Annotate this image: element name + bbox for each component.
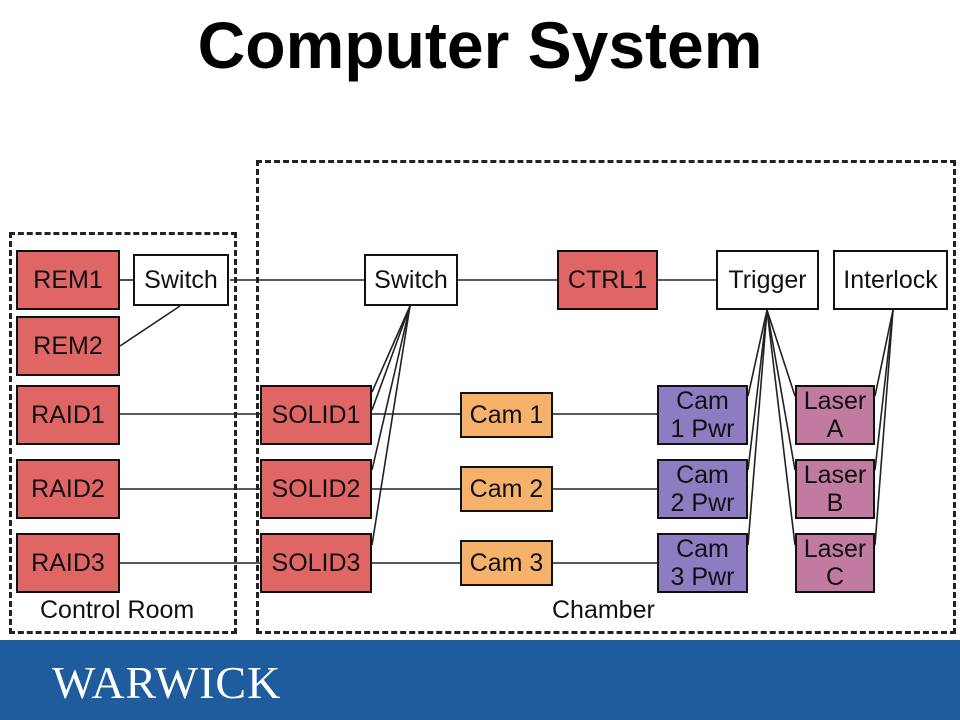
link-trigger-laserc [766,309,796,546]
page-title: Computer System [197,8,763,82]
node-label: Interlock [843,266,938,294]
node-label-line1: Cam [676,535,729,563]
node-raid2: RAID2 [16,459,120,519]
node-rem1: REM1 [16,250,120,310]
node-rem2: REM2 [16,316,120,376]
chamber-region [256,160,956,634]
link-trigger-cam3pwr [747,309,768,546]
node-label: Switch [144,266,218,294]
node-solid2: SOLID2 [260,459,372,519]
node-switch-chamber: Switch [364,254,458,306]
warwick-logo: WARWICK [52,657,282,708]
node-raid3: RAID3 [16,533,120,593]
node-trigger: Trigger [716,250,819,310]
node-laser-a: Laser A [795,385,875,445]
link-interlock-laserc [874,309,894,546]
link-switch-solid3 [371,305,411,546]
node-label-line2: C [825,563,845,591]
footer-bar [0,640,960,720]
link-trigger-lasera [766,309,796,397]
link-trigger-laserb [766,309,796,471]
link-switch-solid1 [371,305,411,393]
control-room-label: Control Room [40,596,195,624]
link-switch-solid1b [371,305,411,411]
node-label-line1: Cam [676,461,729,489]
node-label-line2: 3 Pwr [670,563,735,591]
node-raid1: RAID1 [16,385,120,445]
node-label-line2: A [826,415,844,443]
node-label-line2: 1 Pwr [670,415,735,443]
node-interlock: Interlock [833,250,948,310]
node-cam2-pwr: Cam 2 Pwr [657,459,748,519]
node-label-line2: B [826,489,844,517]
node-cam3-pwr: Cam 3 Pwr [657,533,748,593]
node-label: SOLID2 [271,475,361,503]
node-label: REM1 [33,266,103,294]
link-trigger-cam1pwr [747,309,768,397]
node-label-line1: Laser [803,387,867,415]
node-label: SOLID1 [271,401,361,429]
node-label: SOLID3 [271,549,361,577]
link-trigger-cam2pwr [747,309,768,471]
node-label: Trigger [728,266,807,294]
link-switch-solid2 [371,305,411,471]
link-interlock-laserb [874,309,894,471]
node-solid3: SOLID3 [260,533,372,593]
node-label: Cam 1 [469,401,544,429]
node-laser-b: Laser B [795,459,875,519]
node-label: RAID1 [31,401,105,429]
node-laser-c: Laser C [795,533,875,593]
link-rem2-switch [119,305,181,347]
chamber-label: Chamber [552,596,655,624]
node-label: REM2 [33,332,103,360]
node-cam3: Cam 3 [460,540,553,586]
node-label: RAID2 [31,475,105,503]
node-cam2: Cam 2 [460,466,553,512]
node-label: CTRL1 [567,266,648,294]
node-label: RAID3 [31,549,105,577]
node-cam1-pwr: Cam 1 Pwr [657,385,748,445]
node-label-line1: Cam [676,387,729,415]
link-interlock-lasera [874,309,894,397]
node-solid1: SOLID1 [260,385,372,445]
node-label-line1: Laser [803,535,867,563]
node-cam1: Cam 1 [460,392,553,438]
node-label: Cam 3 [469,549,544,577]
node-label: Cam 2 [469,475,544,503]
node-label-line1: Laser [803,461,867,489]
node-label: Switch [374,266,448,294]
node-label-line2: 2 Pwr [670,489,735,517]
control-room-region [9,232,237,634]
node-switch-control-room: Switch [133,254,229,306]
node-ctrl1: CTRL1 [557,250,658,310]
